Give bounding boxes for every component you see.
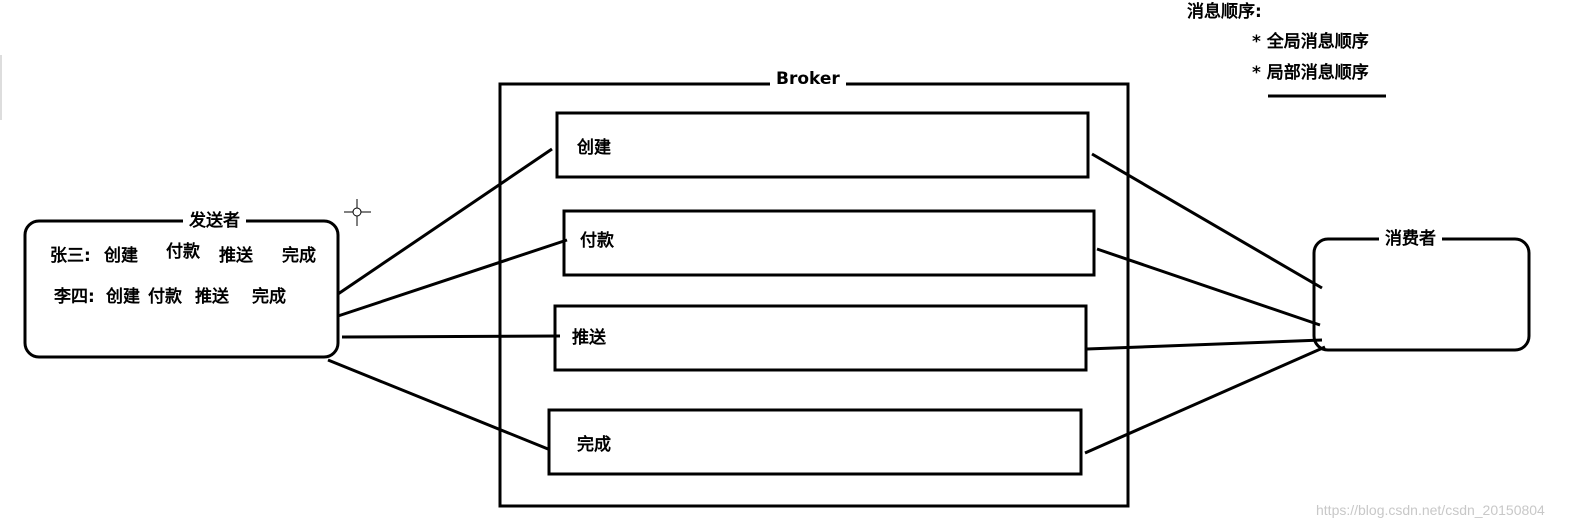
sender-row-1-name: 张三: [50,246,91,266]
sender-row-1-step-create: 创建 [104,246,138,266]
link-complete-consumer [1084,345,1326,455]
queue-box-pay [562,209,1096,277]
sender-box [23,219,340,359]
queue-label-push: 推送 [572,328,606,348]
queue-box-push [553,304,1088,372]
queue-box-complete [547,408,1083,476]
queue-label-create: 创建 [577,138,611,158]
link-create-consumer [1091,152,1323,290]
sender-row-2-step-complete: 完成 [252,287,286,307]
sender-row-1-step-push: 推送 [219,246,253,266]
consumer-box [1312,237,1531,352]
crosshair-cursor-icon [344,199,371,226]
link-sender-complete [327,358,549,451]
queue-label-complete: 完成 [577,435,611,455]
sender-row-2-step-push: 推送 [195,287,229,307]
sender-title: 发送者 [183,211,246,231]
sender-row-2-step-create: 创建 [106,287,140,307]
broker-title: Broker [770,69,846,89]
notes-item-global: * 全局消息顺序 [1252,32,1369,52]
notes-heading: 消息顺序: [1187,2,1262,22]
link-sender-pay [337,238,568,318]
consumer-title: 消费者 [1379,229,1442,249]
sender-row-2-step-pay: 付款 [148,287,182,307]
link-sender-push [341,334,561,339]
link-push-consumer [1086,338,1323,351]
sender-row-2-name: 李四: [54,287,95,307]
link-pay-consumer [1096,247,1321,327]
sender-row-1-step-pay: 付款 [166,242,200,262]
notes-item-local: * 局部消息顺序 [1252,63,1369,83]
queue-label-pay: 付款 [580,231,614,251]
link-sender-create [337,147,553,296]
sender-row-1-step-complete: 完成 [282,246,316,266]
queue-box-create [555,111,1090,179]
watermark-text: https://blog.csdn.net/csdn_20150804 [1316,502,1545,518]
